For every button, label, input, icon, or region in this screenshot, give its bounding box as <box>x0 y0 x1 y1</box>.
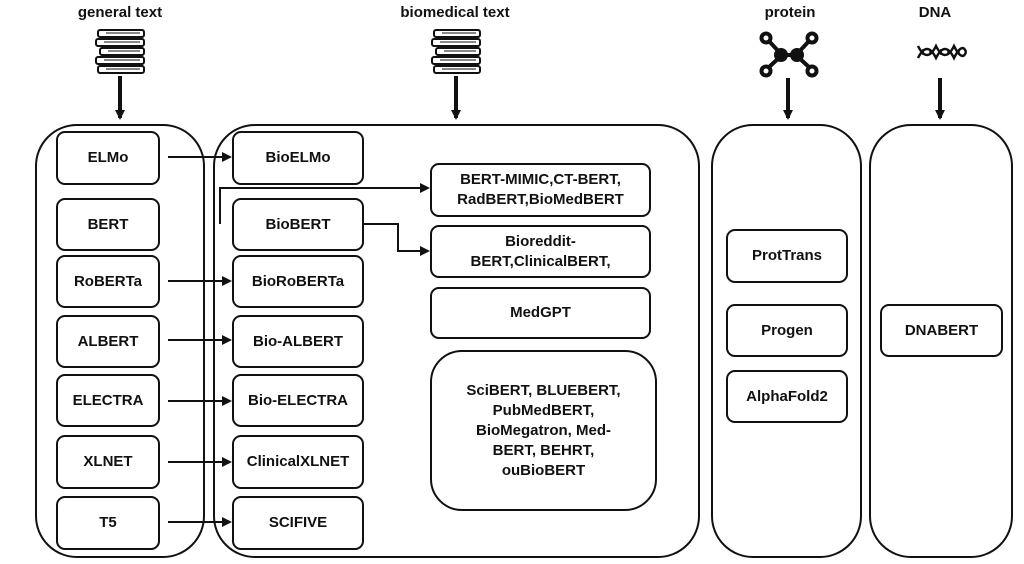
header-protein: protein <box>764 4 816 21</box>
molecule-icon <box>759 31 819 78</box>
model-box-dnabert: DNABERT <box>880 304 1003 357</box>
model-box-biobert: BioBERT <box>232 198 364 251</box>
model-box-scifive: SCIFIVE <box>232 496 364 550</box>
model-box-bio-albert: Bio-ALBERT <box>232 315 364 368</box>
model-box-bioroberta: BioRoBERTa <box>232 255 364 308</box>
model-box-bio-electra: Bio-ELECTRA <box>232 374 364 427</box>
model-box-alphafold2: AlphaFold2 <box>726 370 848 423</box>
model-box-progen: Progen <box>726 304 848 357</box>
model-box-xlnet: XLNET <box>56 435 160 489</box>
header-general-text: general text <box>77 4 163 21</box>
books-stack-icon <box>95 29 145 74</box>
header-biomedical-text: biomedical text <box>400 4 510 21</box>
model-box-roberta: RoBERTa <box>56 255 160 308</box>
dna-helix-icon <box>916 43 968 61</box>
model-box-bert: BERT <box>56 198 160 251</box>
mapping-arrows <box>168 152 430 527</box>
header-dna: DNA <box>918 4 952 21</box>
model-box-bioreddit-group: Bioreddit- BERT,ClinicalBERT, <box>430 225 651 278</box>
model-box-prottrans: ProtTrans <box>726 229 848 283</box>
model-box-elmo: ELMo <box>56 131 160 185</box>
model-box-electra: ELECTRA <box>56 374 160 427</box>
model-box-t5: T5 <box>56 496 160 550</box>
model-box-bioelmo: BioELMo <box>232 131 364 185</box>
model-box-bert-mimic-group: BERT-MIMIC,CT-BERT, RadBERT,BioMedBERT <box>430 163 651 217</box>
model-box-other-biomedical-group: SciBERT, BLUEBERT, PubMedBERT, BioMegatr… <box>430 350 657 511</box>
model-box-medgpt: MedGPT <box>430 287 651 339</box>
books-stack-icon <box>431 29 481 74</box>
model-box-clinicalxlnet: ClinicalXLNET <box>232 435 364 489</box>
model-box-albert: ALBERT <box>56 315 160 368</box>
